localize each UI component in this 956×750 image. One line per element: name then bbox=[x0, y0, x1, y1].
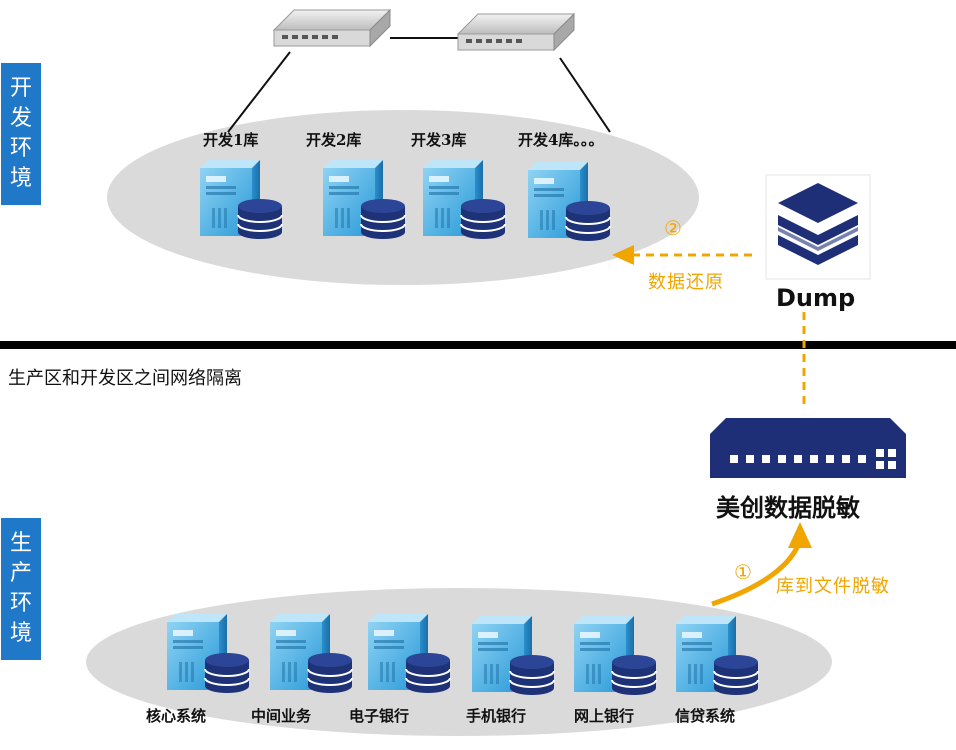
server-database-icon bbox=[675, 615, 759, 696]
dev-env-label-char: 环 bbox=[9, 136, 32, 161]
step2-number: ② bbox=[664, 216, 682, 240]
prod-env-label-char: 环 bbox=[9, 591, 32, 616]
prod-system-label: 核心系统 bbox=[146, 707, 207, 725]
server-database-icon bbox=[573, 615, 657, 696]
dev-env-label-char: 开 bbox=[9, 76, 32, 101]
prod-system-label: 电子银行 bbox=[349, 707, 410, 725]
server-database-icon bbox=[471, 615, 555, 696]
masking-appliance-icon bbox=[710, 418, 906, 478]
network-isolation-text: 生产区和开发区之间网络隔离 bbox=[8, 368, 242, 389]
dev-db-label: 开发1库 bbox=[203, 131, 259, 149]
server-database-icon bbox=[269, 613, 353, 694]
dev-env-label-char: 境 bbox=[9, 166, 32, 191]
dev-db-label: 开发3库 bbox=[411, 131, 467, 149]
prod-env-label-char: 境 bbox=[9, 621, 32, 646]
step1-number: ① bbox=[734, 560, 752, 584]
step2-text: 数据还原 bbox=[648, 272, 724, 293]
dump-label: Dump bbox=[776, 284, 856, 312]
dump-stack-icon bbox=[765, 174, 871, 280]
prod-system-label: 网上银行 bbox=[574, 707, 635, 725]
dev-env-label: 开 发 环 境 bbox=[1, 63, 41, 205]
prod-system-label: 手机银行 bbox=[466, 707, 527, 725]
dev-db-label: 开发4库。。。 bbox=[518, 131, 604, 149]
prod-env-label-char: 产 bbox=[9, 561, 32, 586]
server-database-icon bbox=[367, 613, 451, 694]
dev-env-label-char: 发 bbox=[9, 106, 32, 131]
prod-system-label: 中间业务 bbox=[251, 707, 312, 725]
prod-system-label: 信贷系统 bbox=[675, 707, 736, 725]
dev-db-label: 开发2库 bbox=[306, 131, 362, 149]
network-isolation-line bbox=[0, 341, 956, 349]
masking-label: 美创数据脱敏 bbox=[716, 493, 860, 522]
prod-env-label-char: 生 bbox=[9, 531, 32, 556]
step1-text: 库到文件脱敏 bbox=[776, 576, 890, 597]
server-database-icon bbox=[166, 613, 250, 694]
prod-env-label: 生 产 环 境 bbox=[1, 518, 41, 660]
